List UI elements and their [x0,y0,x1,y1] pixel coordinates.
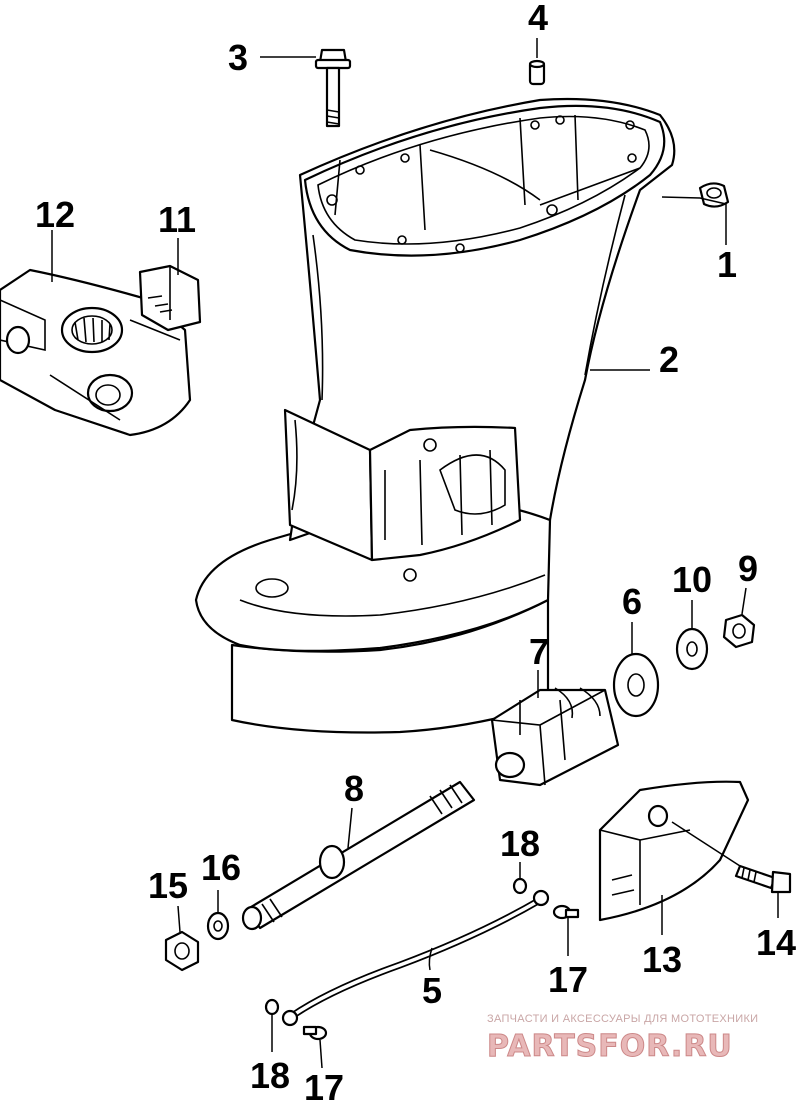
driveshaft-housing [194,97,676,734]
lower-mount-part-7 [490,687,620,787]
watermark: ЗАПЧАСТИ И АКСЕССУАРЫ ДЛЯ МОТОТЕХНИКИ PA… [487,1013,759,1065]
callout-17-lower: 17 [304,1067,344,1104]
washer-part-10 [675,627,709,671]
dowel-pin-part-4 [528,59,546,86]
nut-part-15 [164,930,200,972]
watermark-tagline: ЗАПЧАСТИ И АКСЕССУАРЫ ДЛЯ МОТОТЕХНИКИ [487,1013,758,1025]
callout-16: 16 [201,847,241,888]
callout-17-upper: 17 [548,959,588,1000]
plug-part-1 [698,182,730,208]
callout-18-upper: 18 [500,823,540,864]
callout-1: 1 [717,244,737,285]
callout-8: 8 [344,768,364,809]
callout-labels: 1 2 3 4 5 6 7 8 9 10 11 12 13 14 15 16 1… [35,0,796,1104]
washer-part-18-upper [512,877,528,895]
callout-2: 2 [659,339,679,380]
callout-7: 7 [529,631,549,672]
washer-part-16 [206,911,230,941]
callout-4: 4 [528,0,548,38]
callout-18-lower: 18 [250,1055,290,1096]
callout-12: 12 [35,194,75,235]
callout-5: 5 [422,970,442,1011]
watermark-logo: PARTSFOR.RU [487,1029,733,1064]
callout-14: 14 [756,922,796,963]
cover-part-13 [598,780,750,922]
nut-part-9 [722,613,756,649]
washer-part-6 [612,652,660,718]
callout-13: 13 [642,939,682,980]
washer-part-18-lower [264,998,280,1016]
callout-15: 15 [148,865,188,906]
bolt-part-14 [734,864,792,894]
callout-11: 11 [158,199,196,240]
ground-wire-part-5 [281,889,550,1027]
stud-part-8 [241,780,476,931]
plate-part-11 [138,264,202,332]
callout-6: 6 [622,581,642,622]
callout-10: 10 [672,559,712,600]
screw-part-17-upper [552,904,580,920]
callout-9: 9 [738,548,758,589]
screw-part-17-lower [302,1025,328,1041]
callout-3: 3 [228,37,248,78]
bolt-part-3 [314,48,352,128]
leader-lines [51,38,779,1069]
